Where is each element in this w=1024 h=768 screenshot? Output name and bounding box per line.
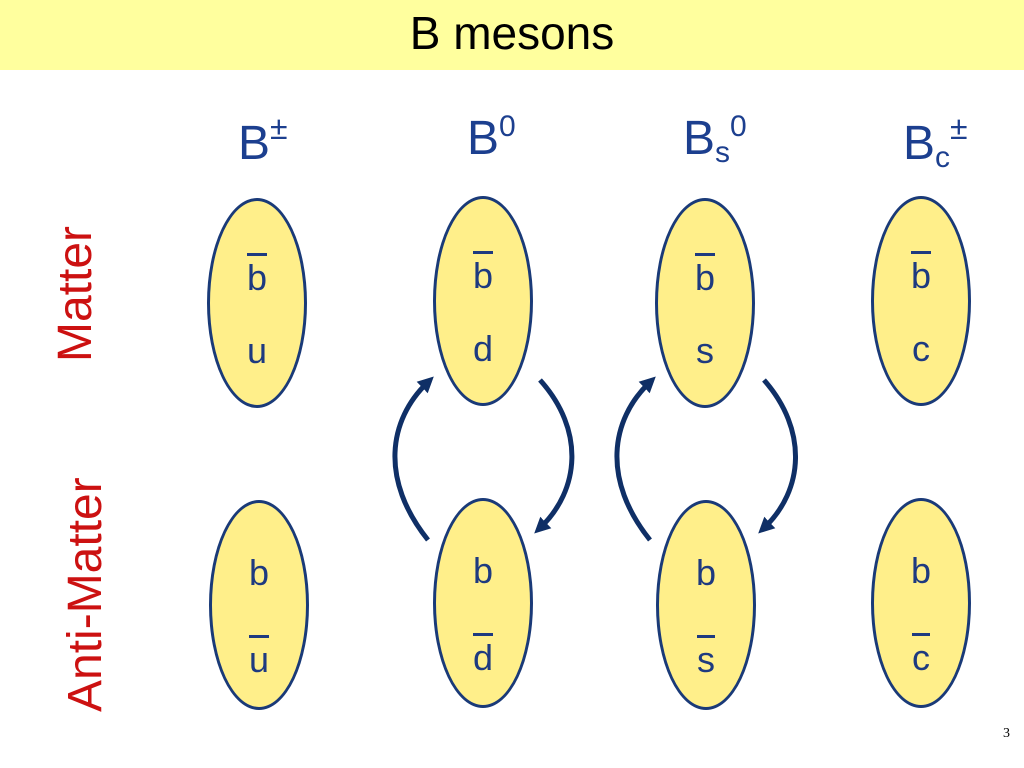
header-bc-plusminus-sub: c [935, 141, 951, 174]
meson-antimatter-b-minus: b u [209, 500, 309, 710]
meson-matter-bc-plus: b c [871, 196, 971, 406]
arrow-b0-matter-to-antimatter [534, 378, 575, 534]
header-bs-zero: Bs0 [683, 112, 747, 168]
arrow-bs-matter-to-antimatter [758, 378, 798, 534]
quark-top: b [248, 552, 270, 593]
meson-matter-b-plus: b u [207, 198, 307, 408]
quark-top: b [695, 552, 717, 593]
quark-top: b [910, 550, 932, 591]
antiquark-top: b [874, 251, 968, 294]
quark-top: b [472, 550, 494, 591]
meson-antimatter-b-zero-bar: b d [433, 498, 533, 708]
header-b-plusminus-base: B [238, 117, 271, 170]
arrow-bs-antimatter-to-matter [614, 376, 656, 542]
quark-bottom: u [246, 330, 268, 371]
antiquark-bottom: c [874, 633, 968, 676]
header-bs-zero-sup: 0 [730, 110, 747, 143]
antiquark-bottom: u [212, 635, 306, 678]
antiquark-top: b [436, 251, 530, 294]
arrow-b0-antimatter-to-matter [392, 376, 434, 542]
header-bc-plusminus: Bc± [903, 112, 968, 173]
antiquark-top: b [658, 253, 752, 296]
header-b-zero-base: B [467, 112, 500, 165]
meson-matter-b-zero: b d [433, 196, 533, 406]
page-number: 3 [1003, 726, 1010, 741]
antiquark-bottom: d [436, 633, 530, 676]
antiquark-bottom: s [659, 635, 753, 678]
title-bar: B mesons [0, 0, 1024, 70]
header-b-plusminus: B± [238, 112, 288, 168]
slide-title: B mesons [409, 7, 615, 59]
header-bs-zero-base: B [683, 112, 716, 165]
quark-bottom: c [912, 328, 930, 369]
meson-matter-bs-zero: b s [655, 198, 755, 408]
header-bc-plusminus-base: B [903, 117, 936, 170]
quark-bottom: s [696, 330, 714, 371]
quark-bottom: d [472, 328, 494, 369]
header-bs-zero-sub: s [715, 136, 731, 169]
antiquark-top: b [210, 253, 304, 296]
meson-antimatter-bs-zero-bar: b s [656, 500, 756, 710]
header-b-zero-sup: 0 [499, 110, 516, 143]
header-b-plusminus-sup: ± [270, 110, 288, 146]
meson-antimatter-bc-minus: b c [871, 498, 971, 708]
header-bc-plusminus-sup: ± [950, 110, 968, 146]
header-b-zero: B0 [467, 112, 516, 163]
